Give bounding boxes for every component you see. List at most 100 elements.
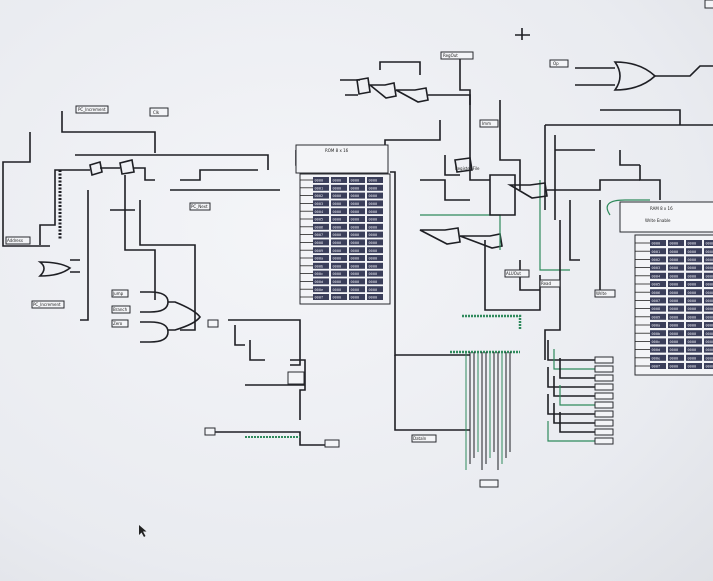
memory-cell: 0000 [333,233,342,237]
pin-alu-out[interactable]: ALUOut [504,269,530,278]
pin-op[interactable]: Op [549,59,569,68]
memory-address: 0008 [652,307,661,311]
control-wire [553,403,595,424]
pin-read[interactable]: Read [539,279,561,288]
input-pin[interactable] [479,479,499,488]
memory-cell: 0000 [369,272,378,276]
memory-cell: 0000 [706,299,713,303]
output-pin[interactable] [704,0,713,9]
memory-cell: 0000 [670,356,679,360]
control-pin[interactable] [594,383,614,391]
pin-reg-out[interactable]: RegOut [440,51,474,60]
pin-pc-increment-2[interactable]: PC_Increment [31,300,65,309]
register-file-label: Register File [455,166,480,171]
memory-address: 000c [315,272,324,276]
pin-branch[interactable]: Branch [111,305,131,314]
pin-pc-next[interactable]: PC_Next [189,202,211,211]
svg-text:Write: Write [596,291,607,296]
memory-address: 0004 [315,210,324,214]
memory-cell: 0000 [333,264,342,268]
input-pin[interactable] [204,427,216,436]
pin-zero[interactable]: Zero [111,319,129,328]
control-pin[interactable] [594,365,614,373]
memory-cell: 0000 [706,340,713,344]
memory-cell: 0000 [369,194,378,198]
ram-subtitle: Write Enable [645,218,671,223]
memory-address: 0003 [652,266,661,270]
memory-cell: 0000 [706,258,713,262]
control-pin[interactable] [594,401,614,409]
memory-cell: 0000 [706,348,713,352]
register-component[interactable] [287,371,305,385]
memory-cell: 0000 [333,280,342,284]
control-wire [547,340,595,361]
memory-address: 0003 [315,202,324,206]
output-pin[interactable] [324,439,340,448]
memory-cell: 0000 [333,179,342,183]
memory-cell: 0000 [351,218,360,222]
pin-data-in[interactable]: DataIn [411,434,437,443]
control-wire [547,394,595,415]
pin-write[interactable]: Write [594,289,616,298]
control-pin[interactable] [594,392,614,400]
pin-clk[interactable]: Clk [149,107,169,117]
memory-cell: 0000 [670,340,679,344]
memory-cell: 0000 [688,283,697,287]
memory-cell: 0000 [706,291,713,295]
memory-address: 0006 [652,291,661,295]
pin-jump[interactable]: Jump [111,289,129,298]
memory-cell: 0000 [351,179,360,183]
input-pin[interactable] [207,319,219,328]
pin-address[interactable]: Address [5,236,31,245]
control-pin[interactable] [594,374,614,382]
control-pin[interactable] [594,356,614,364]
memory-address: 000a [315,257,324,261]
control-pin[interactable] [594,410,614,418]
memory-cell: 0000 [670,315,679,319]
pin-pc-increment[interactable]: PC_Increment [75,105,109,114]
control-pin[interactable] [594,428,614,436]
control-pin[interactable] [594,419,614,427]
memory-address: 0001 [652,250,661,254]
memory-cell: 0000 [369,288,378,292]
control-pin[interactable] [594,437,614,445]
pin-imm[interactable]: Imm [479,119,499,128]
svg-text:Read: Read [541,281,552,286]
